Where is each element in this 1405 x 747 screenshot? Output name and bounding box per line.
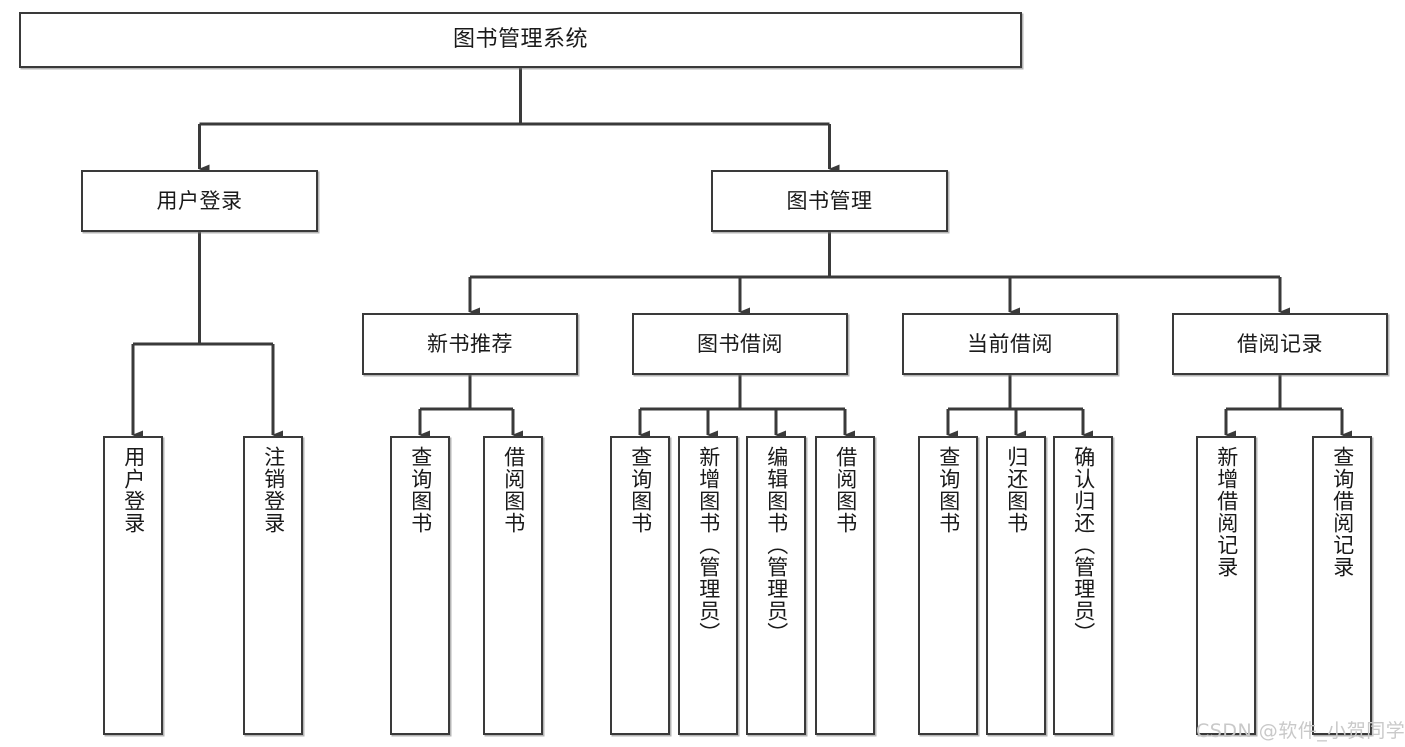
node-leaf12[interactable]: 新增借阅记录 <box>1196 436 1256 735</box>
node-leaf1[interactable]: 用户登录 <box>103 436 163 735</box>
node-newbook[interactable]: 新书推荐 <box>362 313 578 375</box>
node-leaf3[interactable]: 查询图书 <box>390 436 450 735</box>
node-label: 当前借阅 <box>967 331 1053 356</box>
node-leaf10[interactable]: 归还图书 <box>986 436 1046 735</box>
node-leaf4[interactable]: 借阅图书 <box>483 436 543 735</box>
node-leaf5[interactable]: 查询图书 <box>610 436 670 735</box>
node-label: 借阅记录 <box>1237 331 1323 356</box>
node-label: 编辑图书（管理员） <box>764 446 789 644</box>
node-label: 新增借阅记录 <box>1214 446 1239 578</box>
node-leaf6[interactable]: 新增图书（管理员） <box>678 436 738 735</box>
csdn-watermark: CSDN @软件_小贺同学 <box>1196 720 1405 742</box>
node-label: 注销登录 <box>261 446 286 534</box>
node-label: 图书管理系统 <box>452 27 588 53</box>
node-leaf7[interactable]: 编辑图书（管理员） <box>746 436 806 735</box>
node-root[interactable]: 图书管理系统 <box>19 12 1022 68</box>
node-login[interactable]: 用户登录 <box>81 170 318 232</box>
node-leaf2[interactable]: 注销登录 <box>243 436 303 735</box>
node-label: 查询借阅记录 <box>1330 446 1355 578</box>
node-label: 新书推荐 <box>427 331 513 356</box>
node-bookmgmt[interactable]: 图书管理 <box>711 170 948 232</box>
node-borrow[interactable]: 图书借阅 <box>632 313 848 375</box>
node-label: 查询图书 <box>936 446 961 534</box>
node-label: 归还图书 <box>1004 446 1029 534</box>
node-label: 新增图书（管理员） <box>696 446 721 644</box>
node-label: 图书管理 <box>786 188 873 213</box>
node-label: 用户登录 <box>121 446 146 534</box>
node-label: 查询图书 <box>408 446 433 534</box>
node-label: 图书借阅 <box>697 331 783 356</box>
node-leaf11[interactable]: 确认归还（管理员） <box>1053 436 1113 735</box>
node-leaf9[interactable]: 查询图书 <box>918 436 978 735</box>
node-label: 用户登录 <box>156 188 243 213</box>
node-label: 确认归还（管理员） <box>1071 446 1096 644</box>
node-leaf13[interactable]: 查询借阅记录 <box>1312 436 1372 735</box>
node-records[interactable]: 借阅记录 <box>1172 313 1388 375</box>
node-label: 借阅图书 <box>501 446 526 534</box>
node-label: 借阅图书 <box>833 446 858 534</box>
node-leaf8[interactable]: 借阅图书 <box>815 436 875 735</box>
node-current[interactable]: 当前借阅 <box>902 313 1118 375</box>
node-label: 查询图书 <box>628 446 653 534</box>
